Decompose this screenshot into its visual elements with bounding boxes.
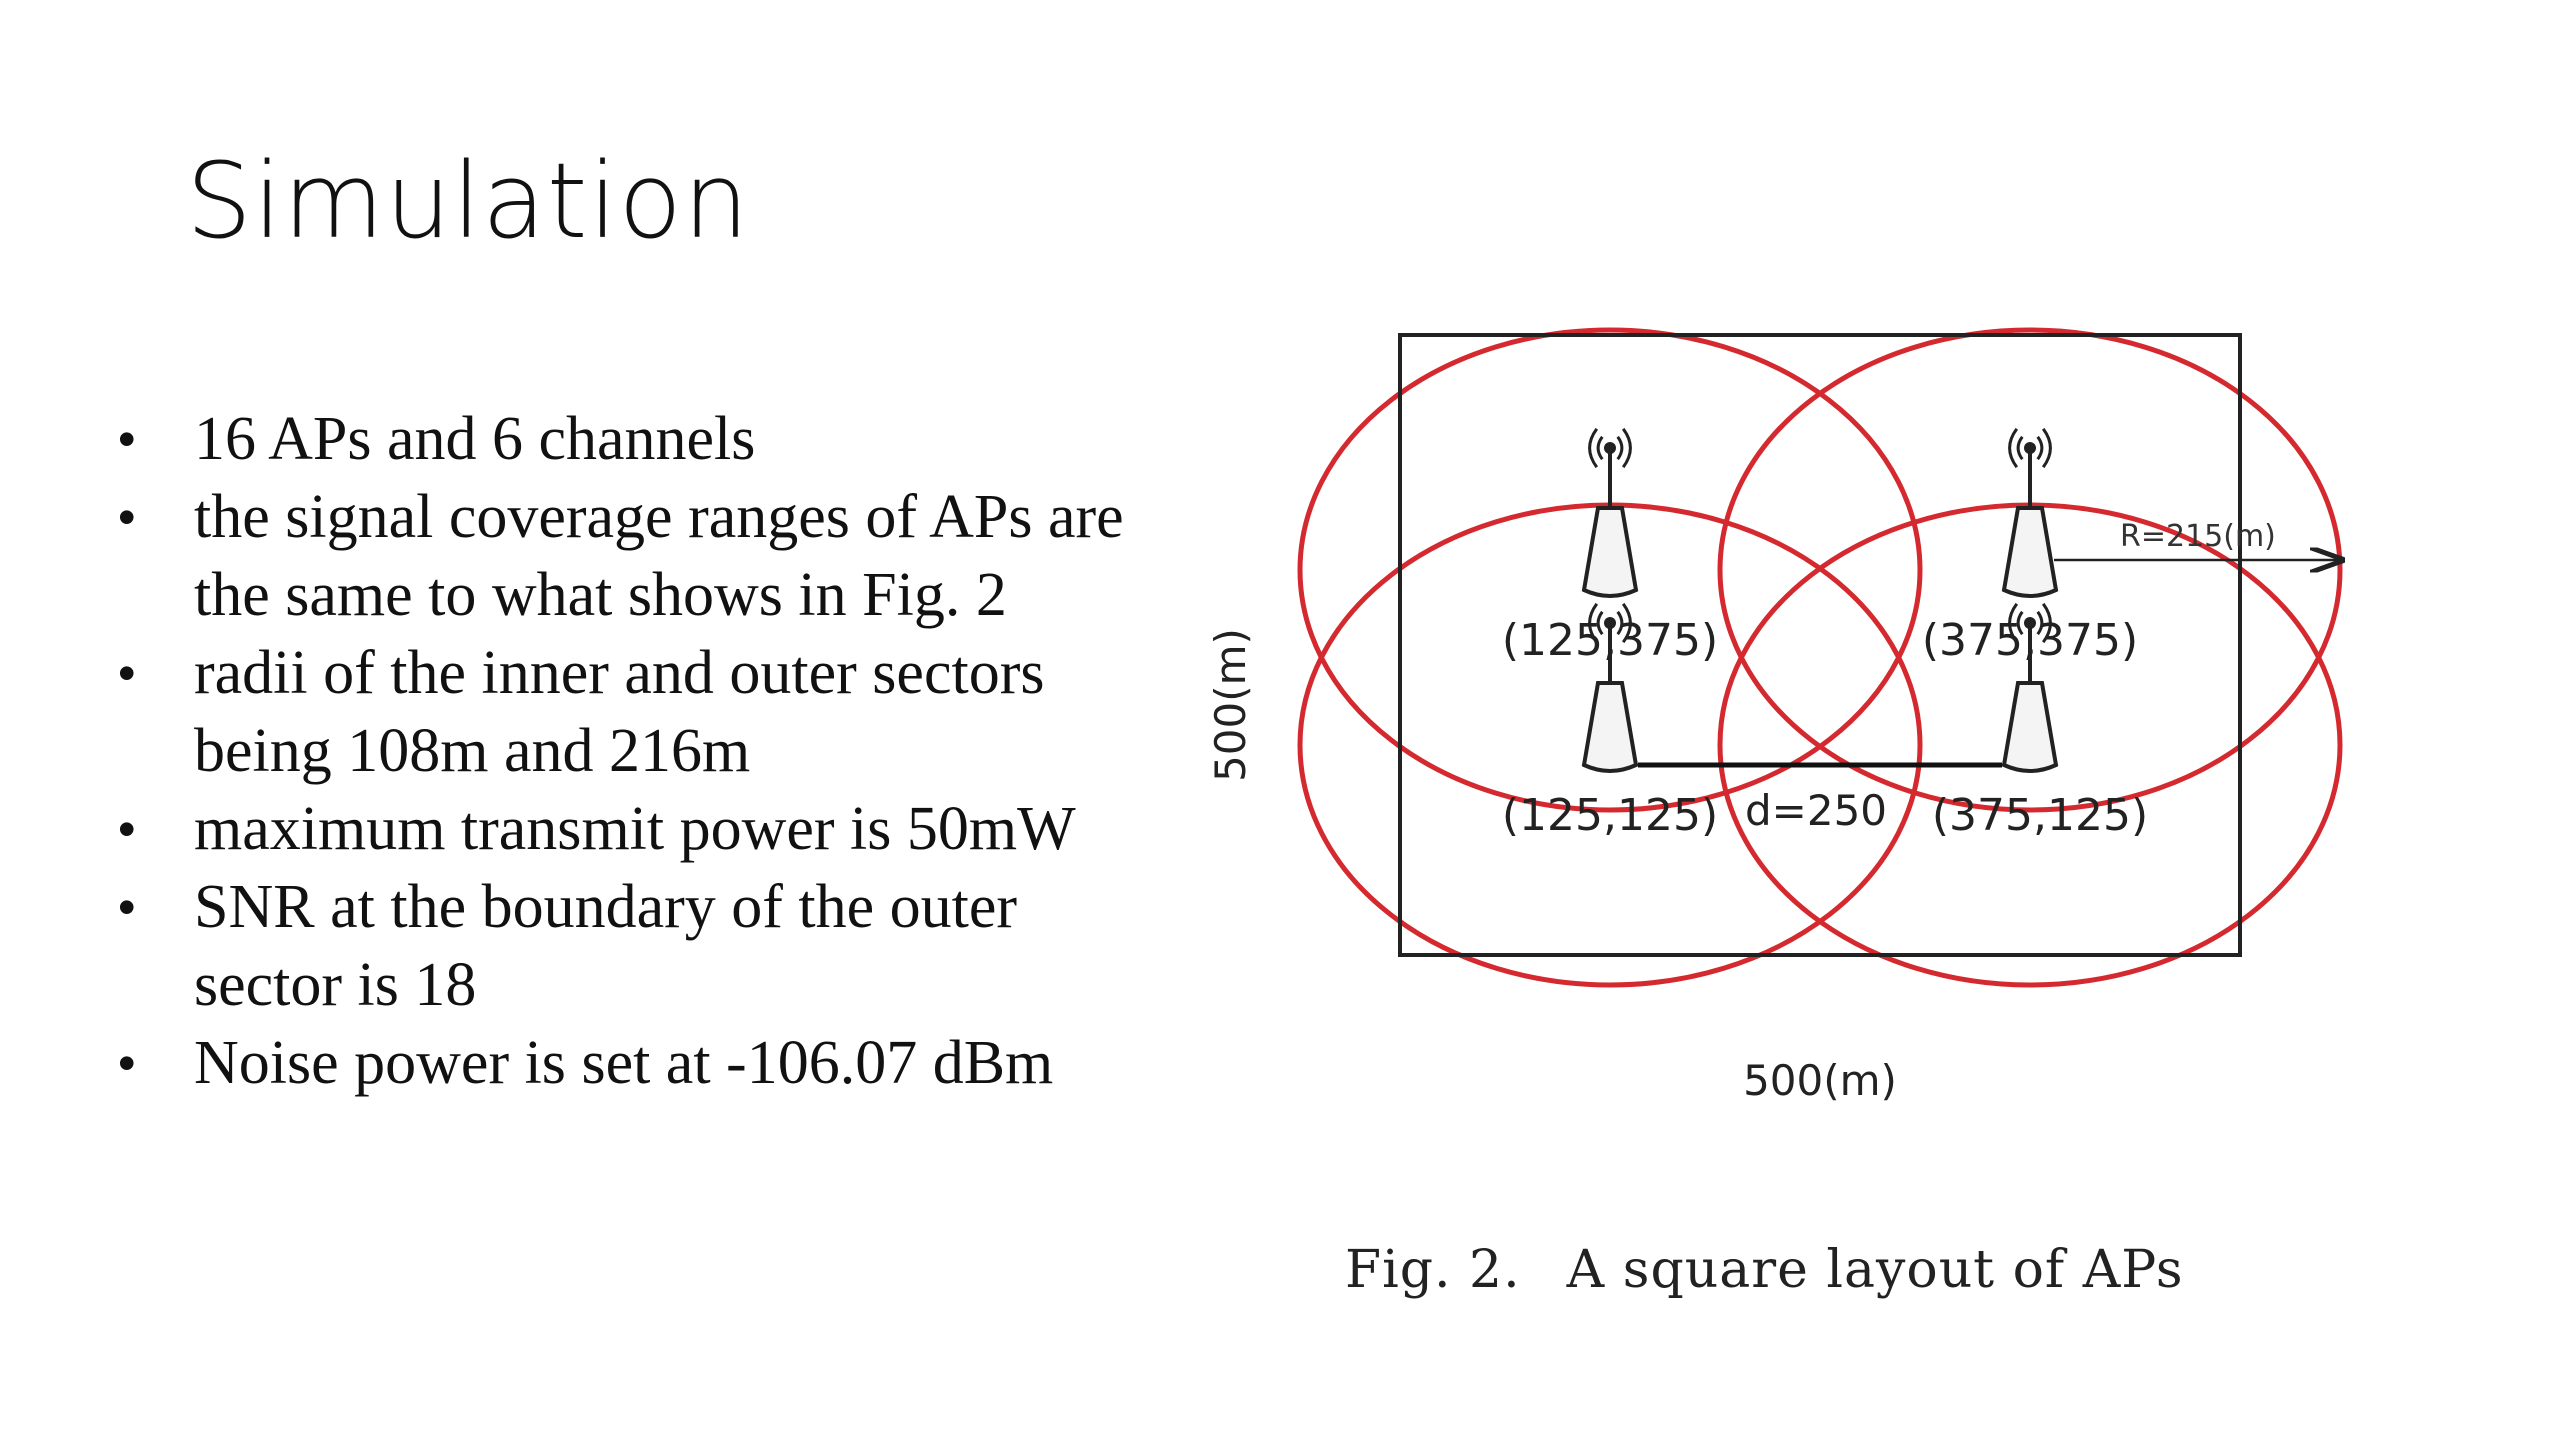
bullet-item: • radii of the inner and outer sectors be…	[112, 634, 1152, 790]
bullet-text: 16 APs and 6 channels	[194, 405, 756, 473]
bullet-item: • 16 APs and 6 channels	[112, 400, 1152, 478]
bullet-list: • 16 APs and 6 channels • the signal cover…	[112, 400, 1152, 1102]
ap-layout-diagram: (125,375)(375,375)(125,125)(375,125) R=2…	[1206, 327, 2370, 1105]
bullet-dot: •	[118, 489, 136, 545]
x-axis-label: 500(m)	[1743, 1056, 1897, 1105]
bullet-text: SNR at the boundary of the outer sector …	[194, 873, 1018, 1019]
distance-label: d=250	[1745, 786, 1887, 835]
bullet-item: • Noise power is set at -106.07 dBm	[112, 1024, 1152, 1102]
bullet-item: • SNR at the boundary of the outer sector…	[112, 868, 1152, 1024]
ap-coordinate-label: (125,125)	[1502, 790, 1718, 841]
bullet-text: Noise power is set at -106.07 dBm	[194, 1029, 1054, 1097]
bullet-item: • the signal coverage ranges of APs are t…	[112, 478, 1152, 634]
bullet-dot: •	[118, 801, 136, 857]
area-square	[1398, 333, 2242, 957]
figure-caption-number: Fig. 2.	[1345, 1240, 1521, 1300]
antenna-icon	[2001, 602, 2059, 773]
figure-caption: Fig. 2. A square layout of APs	[1345, 1240, 2184, 1300]
bullet-dot: •	[118, 1035, 136, 1091]
bullet-dot: •	[118, 411, 136, 467]
coverage-circle	[1297, 327, 1923, 813]
y-axis-label: 500(m)	[1206, 628, 1255, 782]
radius-label: R=215(m)	[2120, 519, 2276, 554]
access-points: (125,375)(375,375)(125,125)(375,125)	[1502, 427, 2148, 841]
antenna-icon	[2001, 427, 2059, 598]
coverage-circles	[1297, 327, 2343, 988]
bullet-text: the signal coverage ranges of APs are th…	[194, 483, 1124, 629]
antenna-icon	[1581, 427, 1639, 598]
bullet-dot: •	[118, 879, 136, 935]
bullet-text: maximum transmit power is 50mW	[194, 795, 1076, 863]
bullet-text: radii of the inner and outer sectors bei…	[194, 639, 1045, 785]
ap-layout-figure: (125,375)(375,375)(125,125)(375,125) R=2…	[1180, 230, 2370, 1150]
bullet-dot: •	[118, 645, 136, 701]
slide-title: Simulation	[186, 140, 750, 262]
antenna-icon	[1581, 602, 1639, 773]
bullet-item: • maximum transmit power is 50mW	[112, 790, 1152, 868]
figure-caption-text: A square layout of APs	[1566, 1240, 2184, 1300]
ap-coordinate-label: (375,125)	[1932, 790, 2148, 841]
